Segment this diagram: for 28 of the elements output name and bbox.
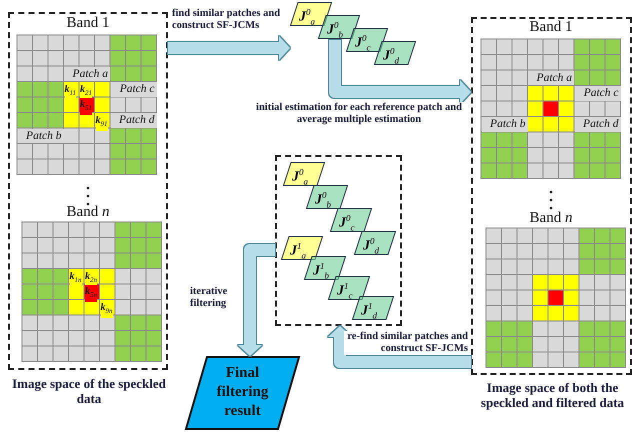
dashed-panel <box>275 155 402 326</box>
matrix-parallelogram <box>352 296 394 320</box>
matrix-parallelogram <box>290 2 332 26</box>
matrix-parallelogram <box>281 236 323 260</box>
matrix-parallelogram <box>283 162 325 186</box>
matrix-parallelogram <box>306 185 348 209</box>
matrix-parallelogram <box>346 28 388 52</box>
node-text: Final filtering result <box>216 364 270 421</box>
band-label: Band n <box>528 209 574 227</box>
edge-label: re-find similar patches and construct SF-JCMs <box>344 331 468 355</box>
matrix-parallelogram <box>328 276 370 300</box>
band-label: Band 1 <box>528 18 574 36</box>
matrix-parallelogram <box>374 41 416 65</box>
block-arrow <box>238 244 275 356</box>
matrix-parallelogram <box>318 15 360 39</box>
panel-caption: Image space of both the speckled and filtered data <box>480 380 626 410</box>
block-arrow <box>168 36 290 60</box>
output-parallelogram <box>185 356 300 430</box>
panel-caption: Image space of the speckled data <box>11 376 167 406</box>
block-arrow <box>329 40 471 104</box>
matrix-parallelogram <box>304 256 346 280</box>
block-arrow <box>328 326 471 368</box>
cell-index-label: k$_{51}$ <box>80 98 92 115</box>
matrix-parallelogram <box>330 208 372 232</box>
cell-index-label: k$_{5n}$ <box>85 285 97 302</box>
band-label: Band n <box>66 203 110 221</box>
band-label: Band 1 <box>66 14 110 32</box>
matrix-parallelogram <box>354 231 396 255</box>
